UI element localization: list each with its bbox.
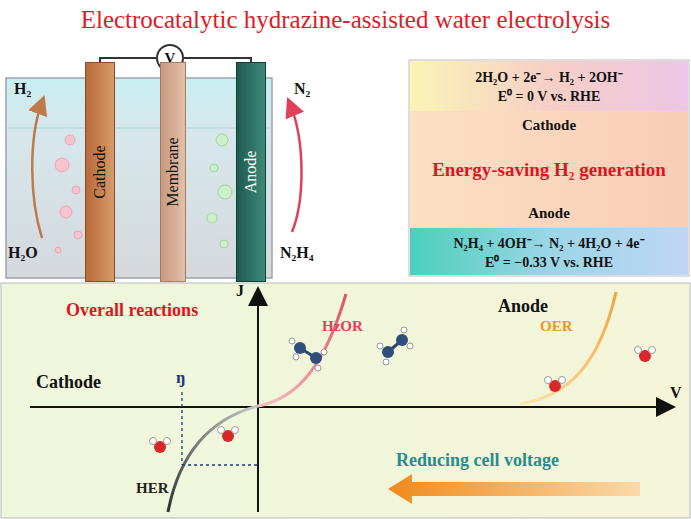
node-text: Anode	[528, 205, 570, 222]
figure-title: Electrocatalytic hydrazine-assisted wate…	[0, 6, 691, 34]
annotation-label: Reducing cell voltage	[396, 450, 559, 471]
node-text: E⁰ = 0 V vs. RHE	[498, 86, 601, 105]
curve-label: OER	[540, 318, 573, 335]
cathode-equation-box: 2H₂O + 2e⁻→ H₂ + 2OH⁻E⁰ = 0 V vs. RHE	[410, 61, 688, 111]
species-label: N₂	[294, 80, 310, 98]
cathode-electrode: Cathode	[85, 62, 115, 282]
node-text: Cathode	[522, 117, 576, 134]
axis-label: J	[236, 282, 244, 300]
electrode-label: Anode	[498, 296, 548, 317]
node-text: E⁰ = −0.33 V vs. RHE	[485, 252, 613, 271]
curve-label: HzOR	[322, 318, 363, 335]
node-text: N₂H₄ + 4OH⁻→ N₂ + 4H₂O + 4e⁻	[453, 233, 644, 252]
node-text: 2H₂O + 2e⁻→ H₂ + 2OH⁻	[475, 67, 623, 86]
node-text: Anode	[242, 151, 260, 194]
anode-equation-box: N₂H₄ + 4OH⁻→ N₂ + 4H₂O + 4e⁻E⁰ = −0.33 V…	[410, 228, 688, 275]
anode-electrode: Anode	[236, 62, 266, 282]
summary-box: CathodeEnergy-saving H₂ generationAnode	[410, 111, 688, 228]
overpotential-label: ŋ	[176, 368, 185, 388]
curve-label: HER	[136, 480, 169, 497]
membrane: Membrane	[160, 62, 186, 282]
node-text: Energy-saving H₂ generation	[432, 159, 666, 181]
species-label: H₂	[14, 80, 31, 98]
electrode-label: Cathode	[36, 372, 101, 393]
axis-label: V	[670, 384, 682, 402]
node-text: Cathode	[91, 145, 109, 198]
node-text: Membrane	[164, 137, 182, 206]
species-label: H₂O	[8, 244, 38, 262]
species-label: N₂H₄	[280, 244, 314, 262]
panel-heading: Overall reactions	[66, 300, 198, 321]
